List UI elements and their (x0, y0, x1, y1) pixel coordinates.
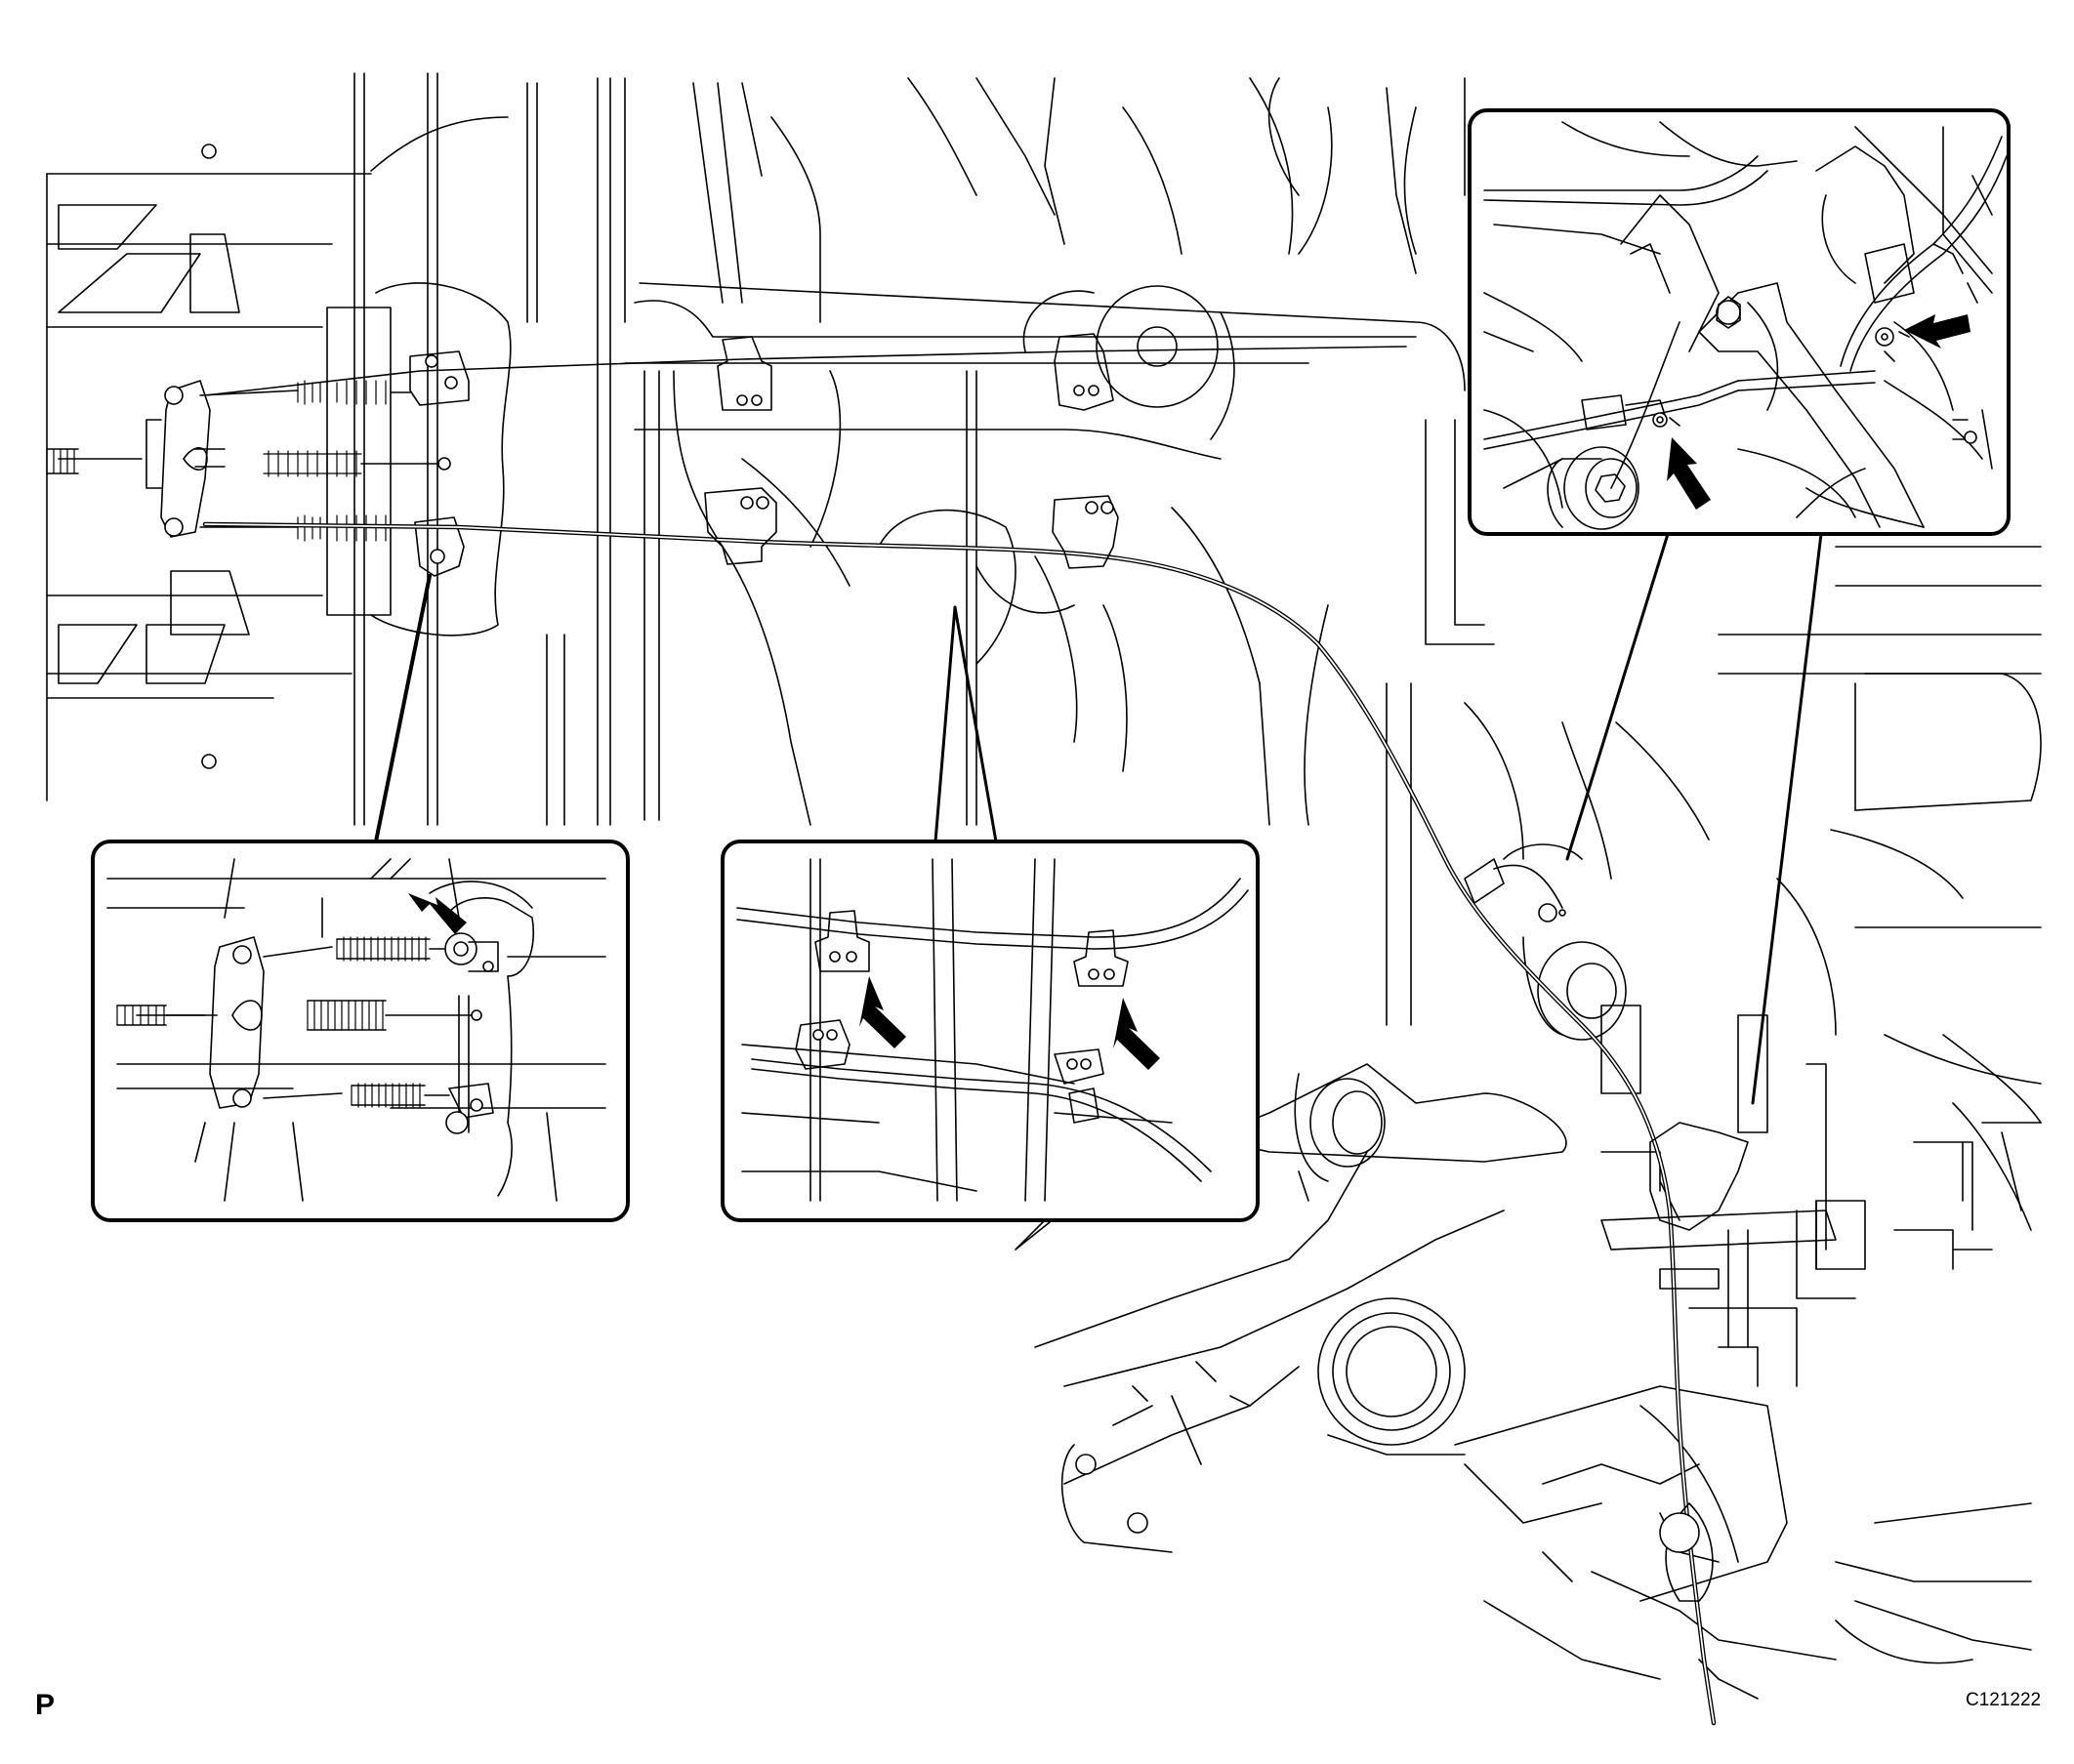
upper-cable (204, 346, 1407, 396)
underbody-background (46, 72, 2042, 1700)
cable-clamp-upper-1 (717, 336, 772, 411)
page-letter: P (35, 1689, 56, 1721)
cable-bracket-lower (1600, 1122, 1837, 1602)
callout-arrow-icon (1667, 437, 1711, 510)
parking-brake-cable-main (202, 521, 1717, 1726)
callout-leaders (374, 532, 1823, 1105)
detail-callout-clamps (721, 840, 1260, 1222)
cable-clip-right (1464, 858, 1563, 909)
cable-clamp-2 (1052, 495, 1119, 569)
cable-clamp-upper-2 (1054, 333, 1114, 411)
cable-equalizer-main (46, 282, 512, 636)
figure-code: C121222 (1966, 1690, 2042, 1710)
cable-clamp-1 (704, 487, 777, 565)
callout-arrow-icon (1904, 314, 1970, 349)
callout-arrow-icon (1113, 998, 1160, 1070)
detail-callout-equalizer (91, 840, 630, 1222)
callout-arrow-icon (859, 976, 906, 1048)
callout-arrow-icon (408, 893, 467, 934)
detail-callout-rear-bracket (1468, 108, 2011, 536)
